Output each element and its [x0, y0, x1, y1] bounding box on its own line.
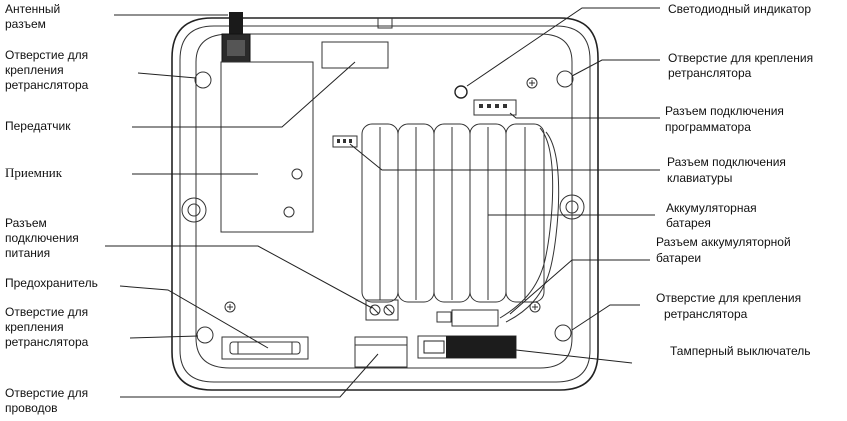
label-led-indicator: Светодиодный индикатор — [668, 2, 811, 16]
label-battery-connector: Разъем аккумуляторной батареи — [656, 235, 794, 265]
label-receiver: Приемник — [5, 165, 63, 180]
side-boss-left — [181, 197, 207, 223]
side-boss-right — [559, 194, 585, 220]
label-mount-hole-top-left: Отверстие для крепления ретранслятора — [5, 48, 91, 92]
antenna-connector — [221, 12, 251, 63]
label-mount-hole-bottom-right: Отверстие для крепления ретранслятора — [656, 291, 804, 321]
mount-hole-bottom-right — [554, 324, 572, 342]
label-mount-hole-top-right: Отверстие для крепления ретранслятора — [668, 51, 816, 80]
fuse — [221, 336, 309, 360]
label-fuse: Предохранитель — [5, 276, 98, 290]
leader-lines-left — [105, 14, 379, 398]
label-tamper-switch: Тамперный выключатель — [670, 344, 811, 358]
label-power-connector: Разъем подключения питания — [5, 216, 82, 260]
label-wire-hole: Отверстие для проводов — [5, 386, 91, 415]
battery-pack — [361, 123, 545, 303]
label-mount-hole-bottom-left: Отверстие для крепления ретранслятора — [5, 305, 91, 349]
label-keypad-connector: Разъем подключения клавиатуры — [667, 155, 789, 185]
power-connector — [365, 299, 399, 321]
mount-hole-top-left — [194, 71, 212, 89]
leader-lines-right — [349, 7, 660, 364]
label-antenna-connector: Антенный разъем — [5, 2, 64, 31]
battery-connector — [436, 309, 499, 327]
wire-hole — [354, 336, 408, 368]
transmitter-receiver-board — [220, 41, 389, 233]
screw-marks — [224, 77, 541, 313]
mount-hole-bottom-left — [196, 326, 214, 344]
label-programmer-connector: Разъем подключения программатора — [665, 104, 787, 134]
label-transmitter: Передатчик — [5, 119, 71, 133]
mount-hole-top-right — [556, 70, 574, 88]
label-battery: Аккумуляторная батарея — [666, 201, 760, 230]
led-indicator — [454, 85, 468, 99]
device-housing — [171, 17, 599, 391]
battery-wires — [499, 127, 560, 323]
tamper-switch — [417, 335, 517, 359]
keypad-connector — [332, 135, 358, 148]
programmer-connector — [473, 99, 517, 116]
